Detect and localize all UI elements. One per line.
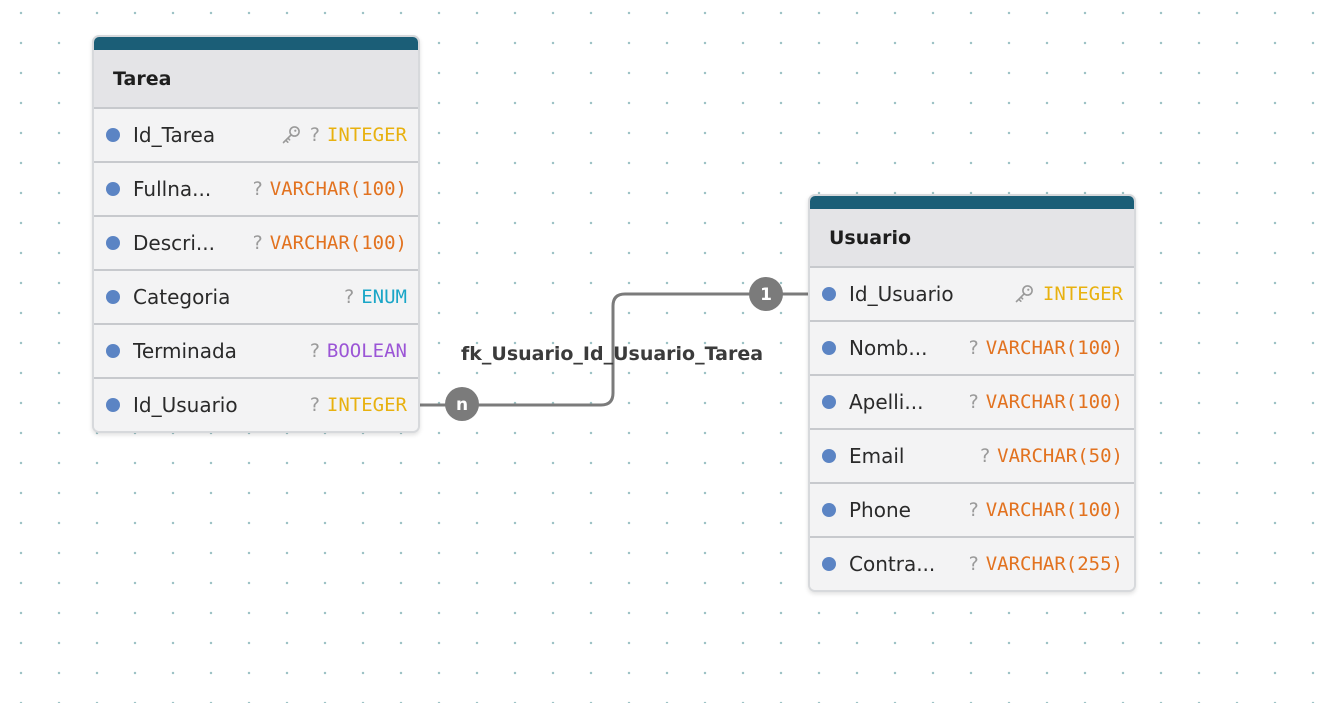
field-row[interactable]: Email? VARCHAR(50) xyxy=(810,430,1134,484)
field-handle-dot[interactable] xyxy=(106,236,120,250)
field-name: Descri... xyxy=(133,231,215,255)
field-name: Id_Tarea xyxy=(133,123,216,147)
field-type: VARCHAR(255) xyxy=(985,553,1123,575)
nullable-marker: ? xyxy=(309,394,320,416)
cardinality-badge-n: n xyxy=(445,387,479,421)
table-header[interactable]: Tarea xyxy=(94,50,418,109)
field-list: Id_Usuario INTEGER Nomb...? VARCHAR(100) Ape… xyxy=(810,268,1134,590)
field-type: VARCHAR(100) xyxy=(985,499,1123,521)
field-handle-dot[interactable] xyxy=(106,182,120,196)
nullable-marker: ? xyxy=(968,499,979,521)
svg-text:n: n xyxy=(456,395,468,415)
field-meta: ? VARCHAR(100) xyxy=(253,178,407,200)
field-row[interactable]: Id_Usuario INTEGER xyxy=(810,268,1134,322)
field-row[interactable]: Phone? VARCHAR(100) xyxy=(810,484,1134,538)
field-meta: ? INTEGER xyxy=(280,124,407,146)
table-color-bar xyxy=(94,37,418,50)
field-row[interactable]: Fullna...? VARCHAR(100) xyxy=(94,163,418,217)
nullable-marker: ? xyxy=(309,340,320,362)
relationship-label[interactable]: fk_Usuario_Id_Usuario_Tarea xyxy=(461,343,764,365)
connector-line[interactable] xyxy=(419,292,810,407)
nullable-marker: ? xyxy=(309,124,320,146)
cardinality-badge-1: 1 xyxy=(749,277,783,311)
field-row[interactable]: Categoria? ENUM xyxy=(94,271,418,325)
field-handle-dot[interactable] xyxy=(822,449,836,463)
field-row[interactable]: Descri...? VARCHAR(100) xyxy=(94,217,418,271)
field-list: Id_Tarea? INTEGER Fullna...? VARCHAR(100) De… xyxy=(94,109,418,431)
table-usuario[interactable]: Usuario Id_Usuario INTEGER Nomb...? VARCHAR… xyxy=(808,194,1136,592)
field-handle-dot[interactable] xyxy=(106,128,120,142)
table-color-bar xyxy=(810,196,1134,209)
field-name: Id_Usuario xyxy=(133,393,238,417)
table-title: Tarea xyxy=(113,67,172,90)
field-type: VARCHAR(100) xyxy=(269,178,407,200)
nullable-marker: ? xyxy=(968,391,979,413)
field-name: Phone xyxy=(849,498,911,522)
field-meta: ? BOOLEAN xyxy=(310,340,407,362)
field-meta: ? VARCHAR(50) xyxy=(980,445,1123,467)
field-handle-dot[interactable] xyxy=(106,290,120,304)
nullable-marker: ? xyxy=(344,286,355,308)
field-row[interactable]: Nomb...? VARCHAR(100) xyxy=(810,322,1134,376)
field-row[interactable]: Terminada? BOOLEAN xyxy=(94,325,418,379)
nullable-marker: ? xyxy=(252,178,263,200)
field-type: ENUM xyxy=(361,286,407,308)
field-type: VARCHAR(100) xyxy=(985,337,1123,359)
field-type: VARCHAR(50) xyxy=(997,445,1123,467)
field-name: Fullna... xyxy=(133,177,212,201)
field-name: Terminada xyxy=(133,339,237,363)
field-handle-dot[interactable] xyxy=(822,557,836,571)
field-meta: ? VARCHAR(100) xyxy=(969,391,1123,413)
table-title: Usuario xyxy=(829,226,912,249)
field-meta: ? VARCHAR(100) xyxy=(253,232,407,254)
nullable-marker: ? xyxy=(980,445,991,467)
nullable-marker: ? xyxy=(252,232,263,254)
key-icon xyxy=(280,124,302,146)
table-tarea[interactable]: Tarea Id_Tarea? INTEGER Fullna...? VARCHAR(… xyxy=(92,35,420,433)
table-header[interactable]: Usuario xyxy=(810,209,1134,268)
field-row[interactable]: Id_Usuario? INTEGER xyxy=(94,379,418,431)
field-meta: INTEGER xyxy=(1013,283,1123,305)
field-type: VARCHAR(100) xyxy=(985,391,1123,413)
field-handle-dot[interactable] xyxy=(822,503,836,517)
field-handle-dot[interactable] xyxy=(822,287,836,301)
field-meta: ? VARCHAR(255) xyxy=(969,553,1123,575)
field-name: Id_Usuario xyxy=(849,282,954,306)
field-handle-dot[interactable] xyxy=(106,344,120,358)
field-row[interactable]: Id_Tarea? INTEGER xyxy=(94,109,418,163)
field-meta: ? ENUM xyxy=(344,286,407,308)
field-type: VARCHAR(100) xyxy=(269,232,407,254)
field-handle-dot[interactable] xyxy=(822,395,836,409)
field-handle-dot[interactable] xyxy=(822,341,836,355)
field-name: Categoria xyxy=(133,285,231,309)
field-name: Nomb... xyxy=(849,336,928,360)
field-meta: ? VARCHAR(100) xyxy=(969,337,1123,359)
nullable-marker: ? xyxy=(968,553,979,575)
field-row[interactable]: Apelli...? VARCHAR(100) xyxy=(810,376,1134,430)
nullable-marker: ? xyxy=(968,337,979,359)
field-meta: ? VARCHAR(100) xyxy=(969,499,1123,521)
field-name: Email xyxy=(849,444,905,468)
field-meta: ? INTEGER xyxy=(310,394,407,416)
field-row[interactable]: Contra...? VARCHAR(255) xyxy=(810,538,1134,590)
field-type: INTEGER xyxy=(326,394,407,416)
field-type: BOOLEAN xyxy=(326,340,407,362)
field-name: Apelli... xyxy=(849,390,924,414)
field-type: INTEGER xyxy=(1042,283,1123,305)
key-icon xyxy=(1013,283,1035,305)
svg-text:1: 1 xyxy=(760,285,772,305)
field-name: Contra... xyxy=(849,552,936,576)
field-handle-dot[interactable] xyxy=(106,398,120,412)
field-type: INTEGER xyxy=(326,124,407,146)
